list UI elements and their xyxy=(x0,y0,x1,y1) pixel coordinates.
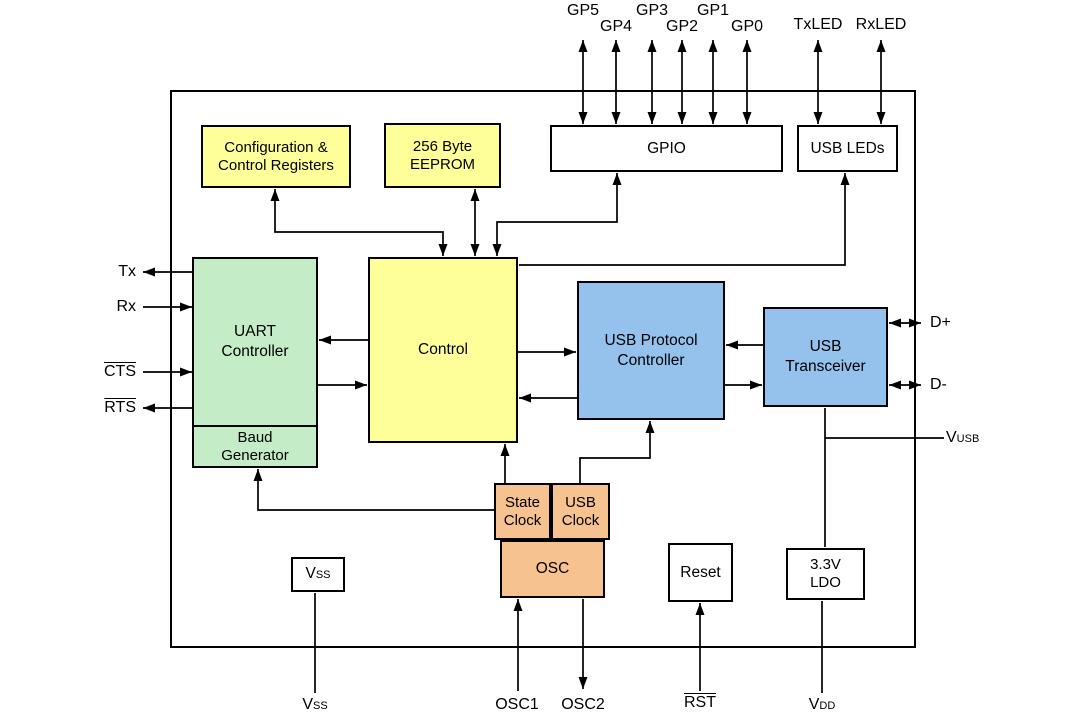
block-label: Reset xyxy=(680,563,721,581)
pin-label-gp0: GP0 xyxy=(730,18,764,35)
block-label: State xyxy=(504,493,541,511)
vss-pin-sub: SS xyxy=(312,700,328,712)
block-label: Clock xyxy=(561,511,600,529)
rts-text: RTS xyxy=(104,399,136,416)
pin-label-gp3: GP3 xyxy=(635,2,669,19)
pin-label-rx: Rx xyxy=(116,298,136,315)
pin-label-rts: RTS xyxy=(66,399,136,417)
pin-label-rst: RST xyxy=(684,694,716,712)
pin-label-osc2: OSC2 xyxy=(561,696,605,713)
block-usb-clock: USB Clock xyxy=(551,483,610,540)
vusb-main: V xyxy=(946,429,957,446)
pin-label-vss: VSS xyxy=(302,696,327,715)
pin-label-cts: CTS xyxy=(66,363,136,381)
block-label: Configuration & xyxy=(224,138,328,156)
block-label: USB xyxy=(565,493,596,511)
block-usb-leds: USB LEDs xyxy=(797,125,898,172)
block-uart-controller: UART Controller xyxy=(194,259,316,425)
block-usb-protocol-controller: USB Protocol Controller xyxy=(577,281,725,420)
block-label: 256 Byte xyxy=(412,137,473,155)
chip-boundary xyxy=(170,90,916,648)
block-usb-transceiver: USB Transceiver xyxy=(763,307,888,407)
pin-label-gp5: GP5 xyxy=(566,2,600,19)
pin-label-gp1: GP1 xyxy=(696,2,730,19)
block-label: Controller xyxy=(617,351,685,369)
block-label: 3.3V xyxy=(810,556,841,573)
vss-pin-main: V xyxy=(302,696,313,713)
block-gpio: GPIO xyxy=(550,125,783,172)
pin-label-vusb: VUSB xyxy=(946,429,979,448)
pin-label-dplus: D+ xyxy=(930,314,951,331)
block-state-clock: State Clock xyxy=(494,483,551,540)
block-vss: VSS xyxy=(291,557,345,592)
block-label: Controller xyxy=(221,343,289,360)
vusb-sub: USB xyxy=(956,433,980,445)
block-osc: OSC xyxy=(500,540,605,598)
block-label: OSC xyxy=(535,560,570,577)
vss-sub: SS xyxy=(315,569,331,581)
block-control: Control xyxy=(368,257,518,443)
block-label: USB xyxy=(809,338,842,355)
block-label: Clock xyxy=(503,511,542,529)
pin-label-rxled: RxLED xyxy=(855,16,907,33)
pin-label-txled: TxLED xyxy=(793,16,843,33)
block-reset: Reset xyxy=(668,543,733,602)
pin-label-vdd: VDD xyxy=(809,696,836,715)
block-label: Control Registers xyxy=(218,156,334,174)
block-label: VSS xyxy=(305,564,330,585)
block-label: USB LEDs xyxy=(810,139,885,157)
block-label: UART xyxy=(234,323,276,340)
block-config-registers: Configuration & Control Registers xyxy=(201,125,351,188)
block-label: GPIO xyxy=(647,139,686,157)
block-label: USB Protocol xyxy=(604,331,698,349)
block-label: Generator xyxy=(221,446,289,464)
pin-label-dminus: D- xyxy=(930,376,947,393)
vss-main: V xyxy=(305,565,316,582)
block-uart-controller-group: UART Controller Baud Generator xyxy=(192,257,318,468)
pin-label-tx: Tx xyxy=(118,263,136,280)
vdd-main: V xyxy=(808,696,820,713)
vdd-sub: DD xyxy=(819,700,836,712)
pin-label-osc1: OSC1 xyxy=(495,696,539,713)
pin-label-gp4: GP4 xyxy=(599,18,633,35)
block-ldo: 3.3V LDO xyxy=(786,548,865,600)
block-eeprom: 256 Byte EEPROM xyxy=(384,123,501,188)
block-label: Transceiver xyxy=(785,358,866,375)
block-baud-generator: Baud Generator xyxy=(194,425,316,466)
block-label: EEPROM xyxy=(409,155,475,173)
block-label: Control xyxy=(418,341,468,358)
block-label: Baud xyxy=(237,428,273,446)
block-label: LDO xyxy=(810,574,841,591)
pin-label-gp2: GP2 xyxy=(665,18,699,35)
rst-text: RST xyxy=(684,694,716,711)
cts-text: CTS xyxy=(104,363,136,380)
